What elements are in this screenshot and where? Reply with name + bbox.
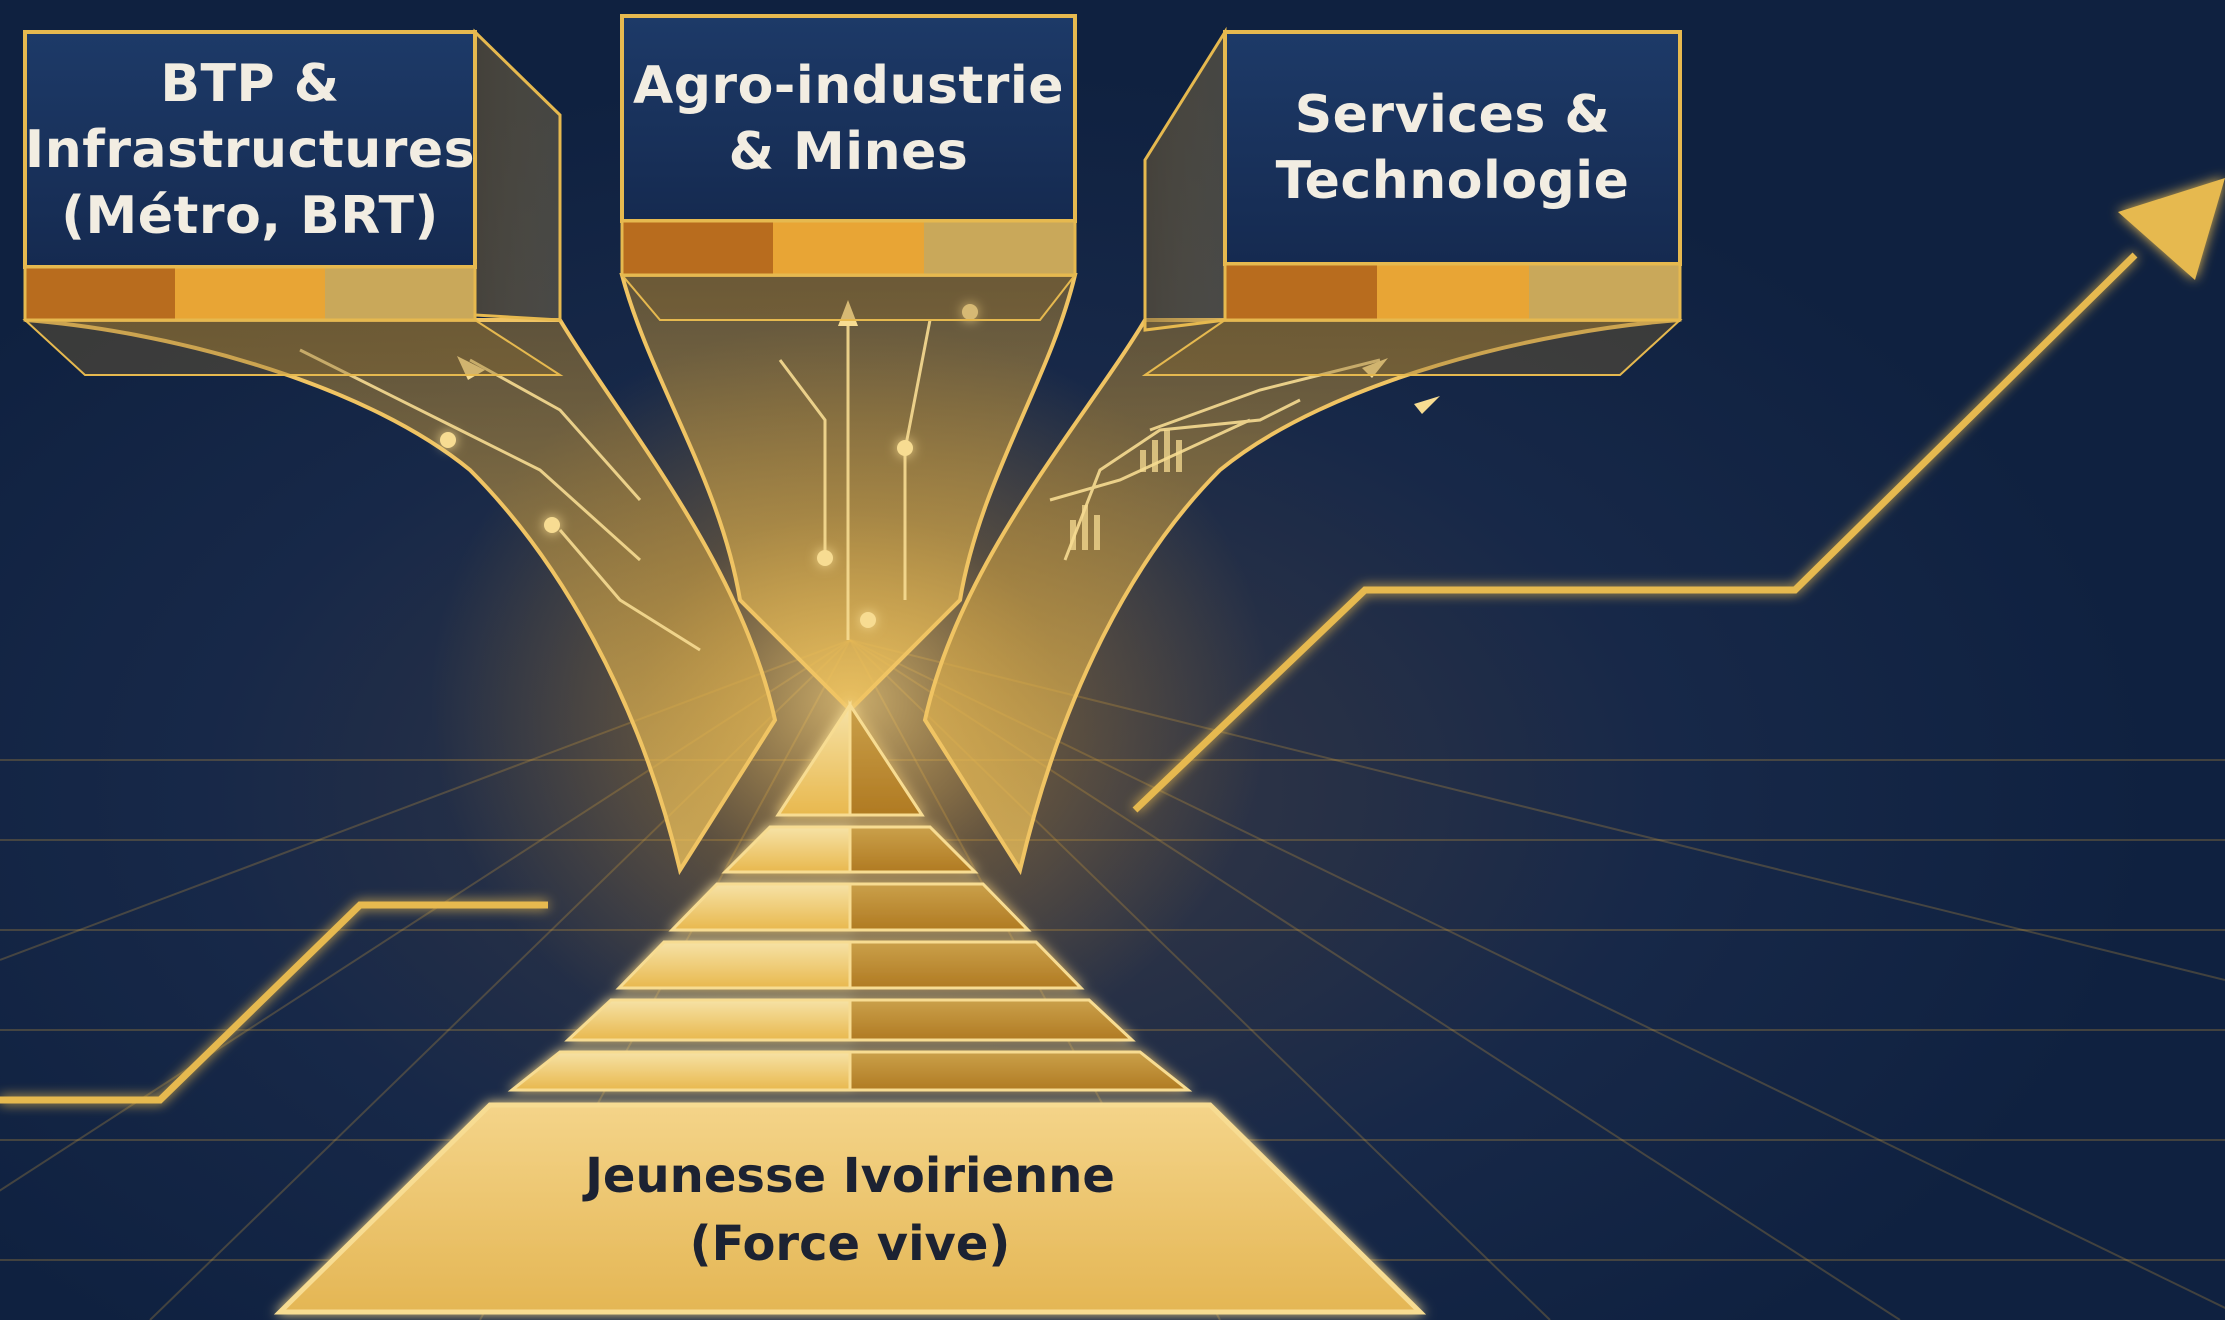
box-services [1223,30,1682,322]
pyramid-base [273,1102,1427,1315]
box-agro [620,14,1077,277]
growth-arrow-icon [1132,178,2225,813]
stream-services [922,318,1681,876]
mini-bars [1070,430,1182,550]
box-3d-sides [22,26,1683,376]
pyramid [507,699,1193,1092]
left-trend-line [0,901,548,1104]
sector-label-btp: BTP & Infrastructures (Métro, BRT) [24,53,476,246]
box-btp [23,30,477,322]
stream-btp [24,318,778,876]
sector-label-services: Services & Technologie [1275,85,1630,211]
funnel-streams [24,273,1681,876]
sector-label-agro: Agro-industrie & Mines [632,55,1065,182]
base-label: Jeunesse Ivoirienne (Force vive) [585,1148,1115,1272]
